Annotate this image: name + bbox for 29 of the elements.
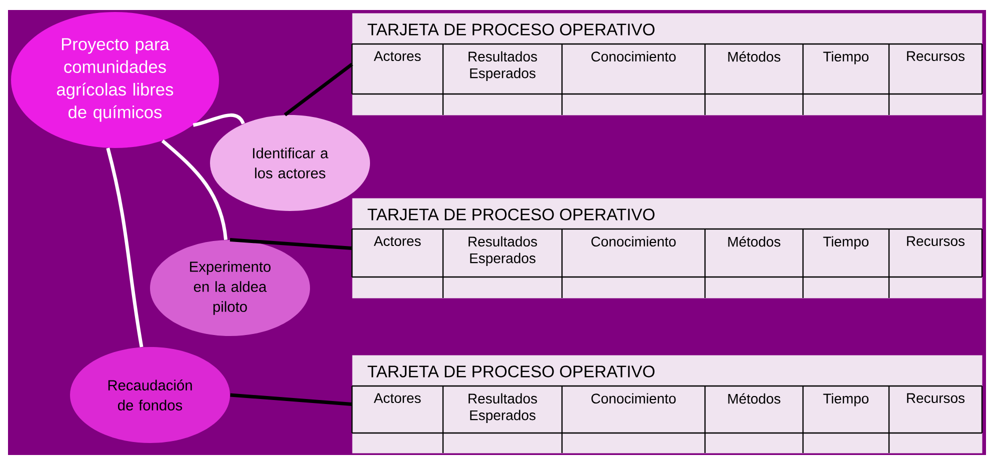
column-header: Resultados Esperados	[468, 236, 537, 266]
column-header: Recursos	[907, 393, 965, 404]
card-title: TARJETA DE PROCESO OPERATIVO	[368, 366, 654, 378]
connector	[230, 238, 352, 250]
column-header: Resultados Esperados	[468, 51, 537, 81]
column-header: Conocimiento	[591, 236, 676, 247]
column-header: Recursos	[907, 236, 965, 246]
connector	[230, 393, 352, 406]
column-header: Actores	[374, 236, 421, 246]
connector	[161, 139, 228, 240]
connector	[106, 148, 144, 348]
process-card	[351, 198, 983, 298]
column-header: Métodos	[728, 236, 780, 247]
card-title: TARJETA DE PROCESO OPERATIVO	[368, 208, 654, 220]
column-header: Resultados Esperados	[468, 393, 537, 423]
process-card	[351, 355, 983, 454]
column-header: Conocimiento	[591, 393, 676, 404]
column-header: Recursos	[907, 51, 965, 62]
card-title: TARJETA DE PROCESO OPERATIVO	[368, 24, 654, 36]
column-header: Métodos	[728, 393, 780, 404]
column-header: Actores	[374, 393, 421, 404]
column-header: Métodos	[728, 51, 780, 62]
column-header: Tiempo	[823, 393, 868, 406]
column-header: Tiempo	[823, 51, 868, 64]
column-header: Conocimiento	[591, 51, 676, 62]
column-header: Actores	[374, 51, 421, 62]
process-card	[351, 13, 983, 116]
connector	[284, 62, 354, 116]
column-header: Tiempo	[823, 236, 868, 250]
